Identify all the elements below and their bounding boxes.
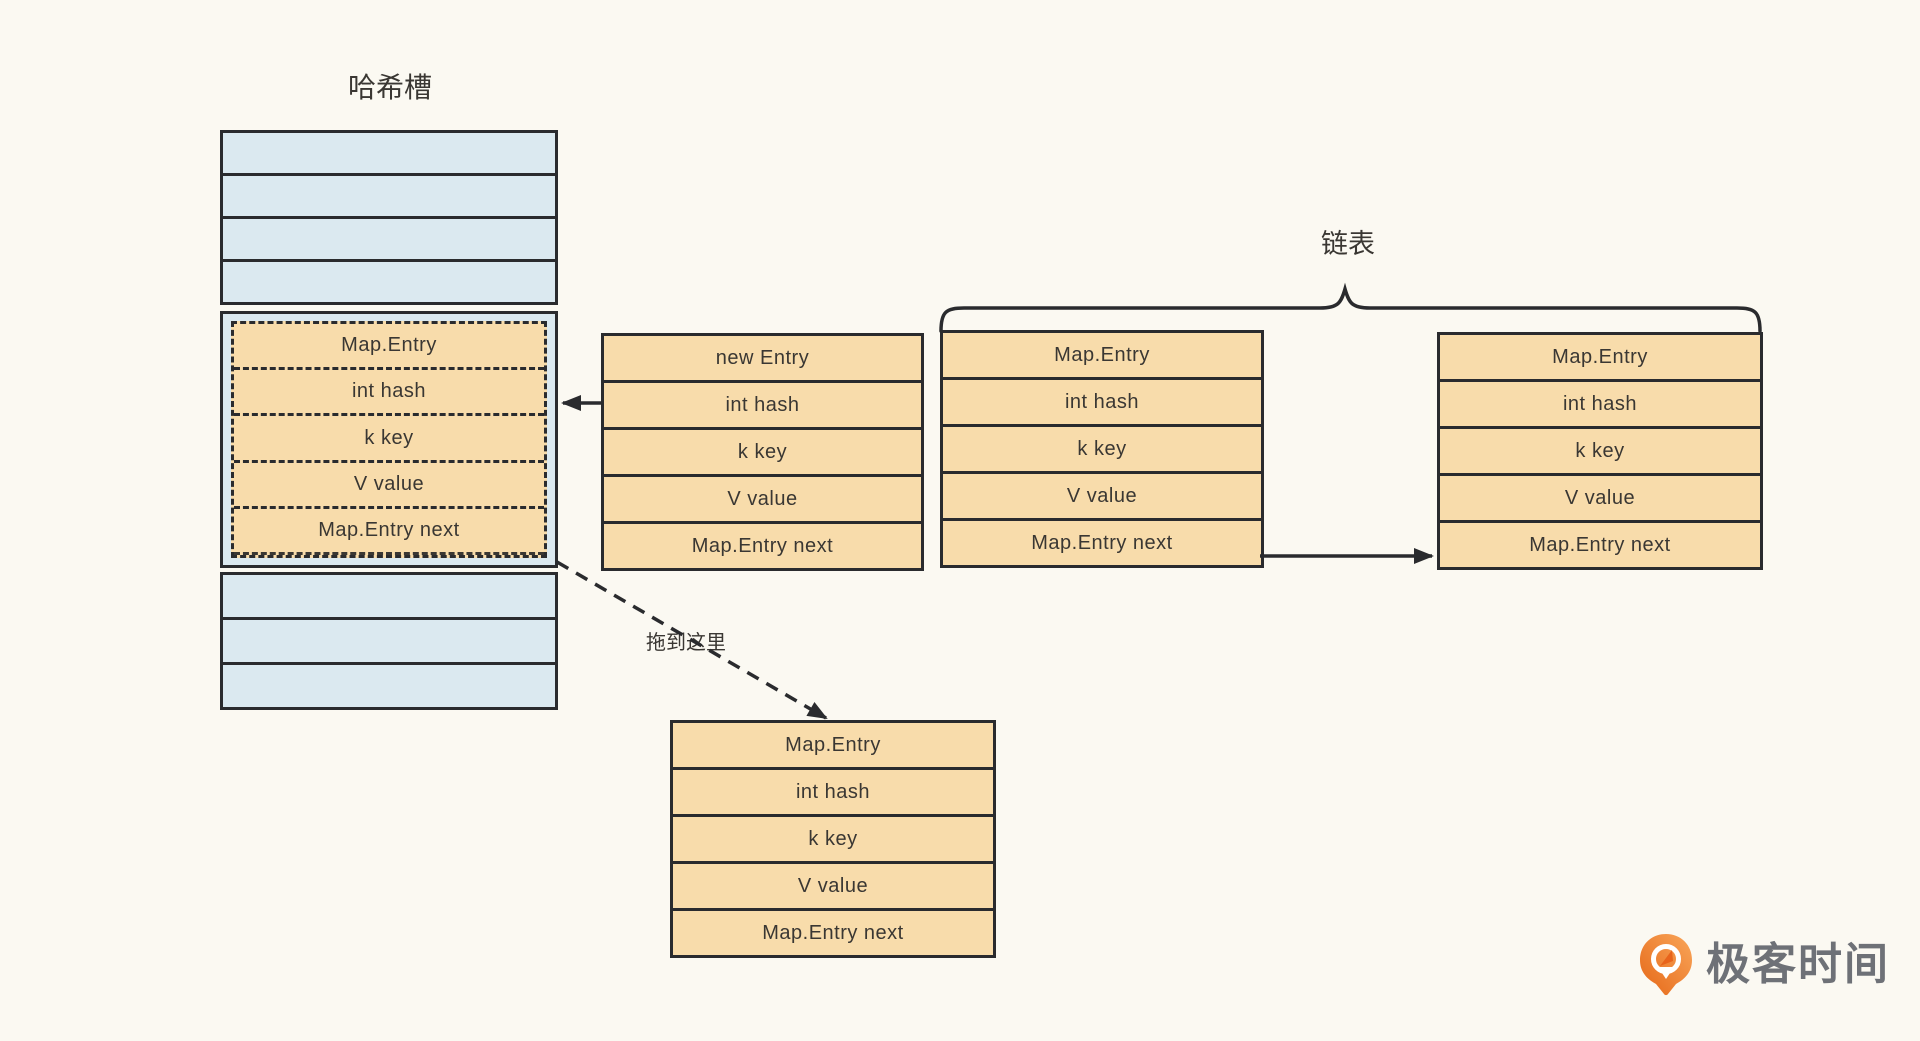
hash-slot-group-top bbox=[220, 130, 558, 305]
entry-field: k key bbox=[943, 427, 1261, 474]
entry-field: Map.Entry next bbox=[1440, 523, 1760, 567]
hash-slots-label: 哈希槽 bbox=[347, 72, 432, 103]
entry-field: int hash bbox=[604, 383, 921, 430]
geektime-pin-icon bbox=[1640, 934, 1692, 996]
entry-field: V value bbox=[1440, 476, 1760, 523]
linked-list-label: 链表 bbox=[1321, 229, 1375, 259]
entry-field: Map.Entry next bbox=[234, 508, 544, 556]
list-entry-1-box: Map.Entry int hash k key V value Map.Ent… bbox=[940, 330, 1264, 568]
entry-field: Map.Entry bbox=[1440, 335, 1760, 382]
entry-field: k key bbox=[604, 430, 921, 477]
entry-field: k key bbox=[234, 416, 544, 463]
entry-field: V value bbox=[673, 864, 993, 911]
entry-field: k key bbox=[1440, 429, 1760, 476]
slot-entry-box: Map.Entry int hash k key V value Map.Ent… bbox=[231, 321, 547, 558]
entry-field: Map.Entry next bbox=[604, 524, 921, 568]
geektime-logo-text: 极客时间 bbox=[1706, 940, 1890, 989]
hash-slot-empty bbox=[223, 219, 555, 262]
drag-here-label: 拖到这里 bbox=[646, 632, 726, 654]
dragged-entry-box: Map.Entry int hash k key V value Map.Ent… bbox=[670, 720, 996, 958]
entry-field: V value bbox=[234, 462, 544, 509]
entry-field: Map.Entry bbox=[943, 333, 1261, 380]
linked-list-brace bbox=[939, 282, 1762, 333]
entry-field: V value bbox=[604, 477, 921, 524]
hash-slot-empty bbox=[223, 665, 555, 707]
hash-slot-empty bbox=[223, 575, 555, 620]
geektime-logo: 极客时间 bbox=[1638, 932, 1890, 998]
entry-field: int hash bbox=[943, 380, 1261, 427]
entry-field: new Entry bbox=[604, 336, 921, 383]
entry-field: k key bbox=[673, 817, 993, 864]
entry-field: int hash bbox=[1440, 382, 1760, 429]
entry-field: int hash bbox=[673, 770, 993, 817]
entry-field: V value bbox=[943, 474, 1261, 521]
entry-field: Map.Entry bbox=[234, 324, 544, 371]
hash-slot-empty bbox=[223, 262, 555, 302]
entry-field: Map.Entry next bbox=[673, 911, 993, 955]
hash-slot-group-bottom bbox=[220, 572, 558, 710]
hash-slot-occupied: Map.Entry int hash k key V value Map.Ent… bbox=[220, 311, 558, 568]
entry-field: int hash bbox=[234, 370, 544, 417]
hash-slot-empty bbox=[223, 620, 555, 665]
hash-slot-empty bbox=[223, 176, 555, 219]
hash-slot-empty bbox=[223, 133, 555, 176]
entry-field: Map.Entry bbox=[673, 723, 993, 770]
entry-field: Map.Entry next bbox=[943, 521, 1261, 565]
new-entry-box: new Entry int hash k key V value Map.Ent… bbox=[601, 333, 924, 571]
list-entry-2-box: Map.Entry int hash k key V value Map.Ent… bbox=[1437, 332, 1763, 570]
